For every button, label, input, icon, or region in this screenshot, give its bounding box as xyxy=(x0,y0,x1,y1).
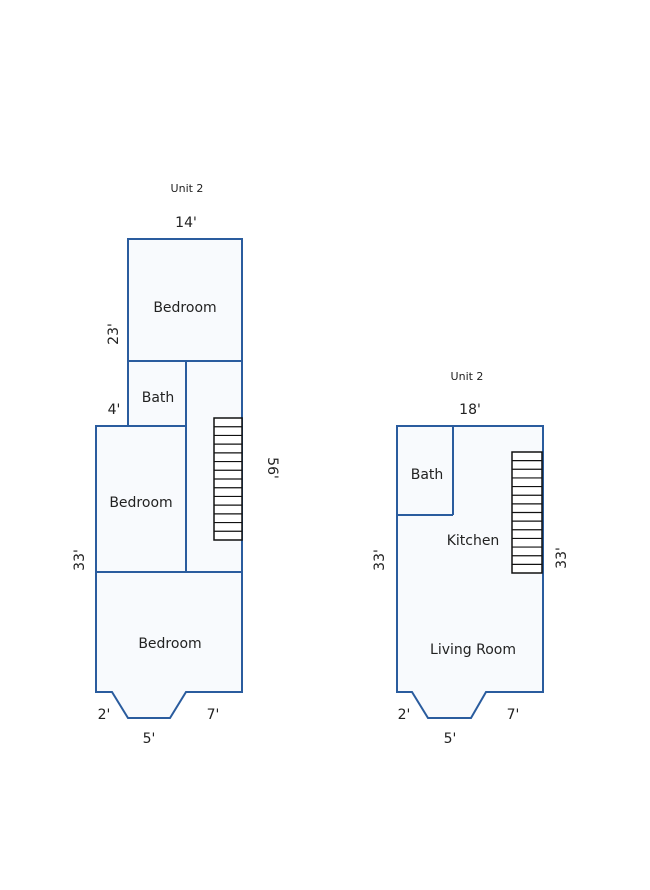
dimension-right-height: 33' xyxy=(554,547,570,569)
unit-label: Unit 2 xyxy=(171,182,204,195)
room-label-bedroom: Bedroom xyxy=(138,636,201,652)
room-label-living-room: Living Room xyxy=(430,642,516,658)
dimension-top-width: 18' xyxy=(459,402,481,418)
staircase-right xyxy=(511,451,543,574)
dimension-top-width: 14' xyxy=(175,215,197,231)
dimension-bay-center: 5' xyxy=(143,731,156,747)
dimension-bay-right: 7' xyxy=(207,707,220,723)
dimension-upper-left-height: 23' xyxy=(106,323,122,345)
dimension-bay-center: 5' xyxy=(444,731,457,747)
dimension-step-width: 4' xyxy=(108,402,121,418)
room-label-kitchen: Kitchen xyxy=(447,533,500,549)
dimension-right-height: 56' xyxy=(264,457,280,479)
room-label-bedroom: Bedroom xyxy=(109,495,172,511)
outer-wall-right xyxy=(396,425,544,719)
staircase-left xyxy=(213,417,243,541)
room-label-bedroom: Bedroom xyxy=(153,300,216,316)
room-label-bath: Bath xyxy=(142,390,175,406)
dimension-left-height: 33' xyxy=(372,549,388,571)
outer-wall-left xyxy=(95,238,243,719)
unit-label: Unit 2 xyxy=(451,370,484,383)
dimension-bay-left: 2' xyxy=(98,707,111,723)
floor-plan-left: Unit 2 14' 23' 4' 56' 33' 2' 5' 7' Bedro… xyxy=(72,182,280,747)
room-label-bath: Bath xyxy=(411,467,444,483)
floor-plan-right: Unit 2 18' 33' 33' 2' 5' 7' Bath Kitchen… xyxy=(372,370,570,747)
dimension-bay-right: 7' xyxy=(507,707,520,723)
dimension-bay-left: 2' xyxy=(398,707,411,723)
dimension-lower-left-height: 33' xyxy=(72,549,88,571)
